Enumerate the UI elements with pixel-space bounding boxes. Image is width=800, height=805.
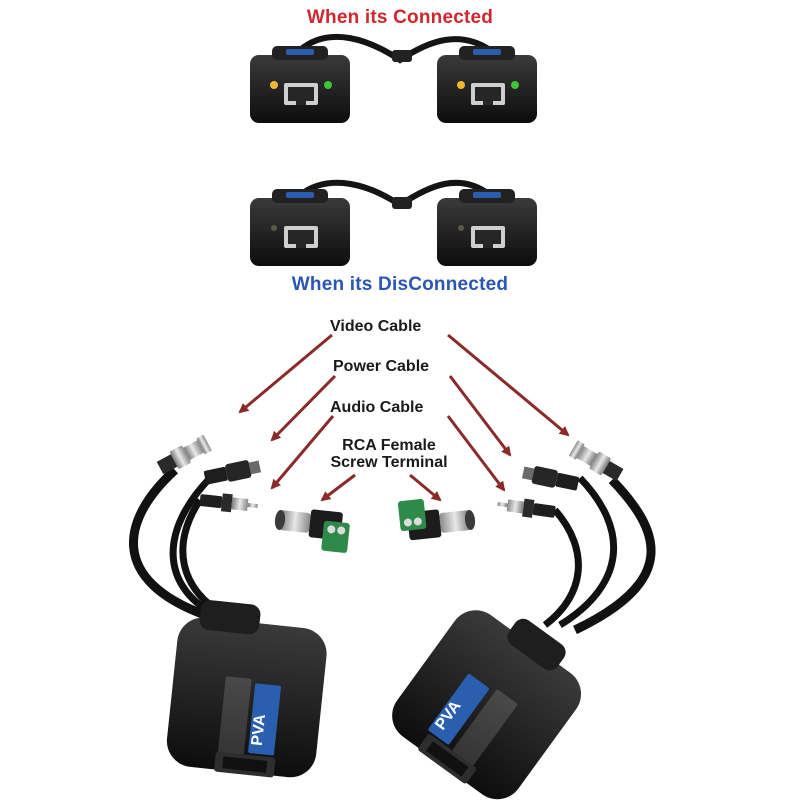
arrow-video-right [447,333,570,437]
video-cable-label: Video Cable [330,318,422,335]
left-rca-plug [199,491,259,516]
disconnected-balun-right [437,189,537,266]
audio-cable-label: Audio Cable [330,399,424,416]
connected-led-green-left [324,81,332,89]
right-audio-cable [542,507,582,628]
callout-arrows [238,333,570,502]
right-device-body: PVA [392,610,582,800]
connected-cable-clip [392,50,412,62]
right-rca-plug [496,495,557,521]
right-rca-screw-terminal [397,493,477,542]
connected-led-green-right [511,81,519,89]
screw-terminal-label-line1: RCA Female [342,437,436,454]
power-cable-label: Power Cable [333,358,430,375]
left-balun-device: PVA [129,433,327,778]
disconnected-balun-pair [250,179,537,266]
connected-balun-right [437,46,537,123]
connected-heading: When its Connected [306,7,494,28]
arrow-audio-left [270,415,335,490]
arrow-terminal-right [409,473,442,502]
arrow-terminal-left [320,473,356,502]
left-video-cable [129,466,207,620]
right-power-cable [558,475,618,628]
disconnected-balun-left [250,189,350,266]
screw-terminal-label: RCA Female Screw Terminal [312,437,466,471]
disconnected-cable-clip [392,197,412,209]
arrow-audio-right [446,415,506,492]
disconnected-heading: When its DisConnected [291,274,509,295]
arrow-video-left [238,333,333,414]
left-rca-screw-terminal [272,505,352,554]
right-dc-plug [521,463,580,493]
left-power-cable [169,475,217,619]
left-device-label: PVA [249,713,269,747]
screw-terminal-label-line2: Screw Terminal [330,454,448,471]
right-video-cable [573,476,656,635]
connected-led-amber-left [270,81,278,89]
connected-led-amber-right [457,81,465,89]
connected-balun-left [250,46,350,123]
left-dc-plug [203,457,262,487]
disconnected-led-left [271,225,277,231]
arrow-power-right [448,375,512,457]
right-balun-device: PVA [392,439,656,800]
arrow-power-left [270,374,337,442]
left-device-body: PVA [166,600,327,778]
left-bnc-connector [155,433,213,477]
connected-balun-pair [250,33,537,123]
disconnected-led-right [458,225,464,231]
